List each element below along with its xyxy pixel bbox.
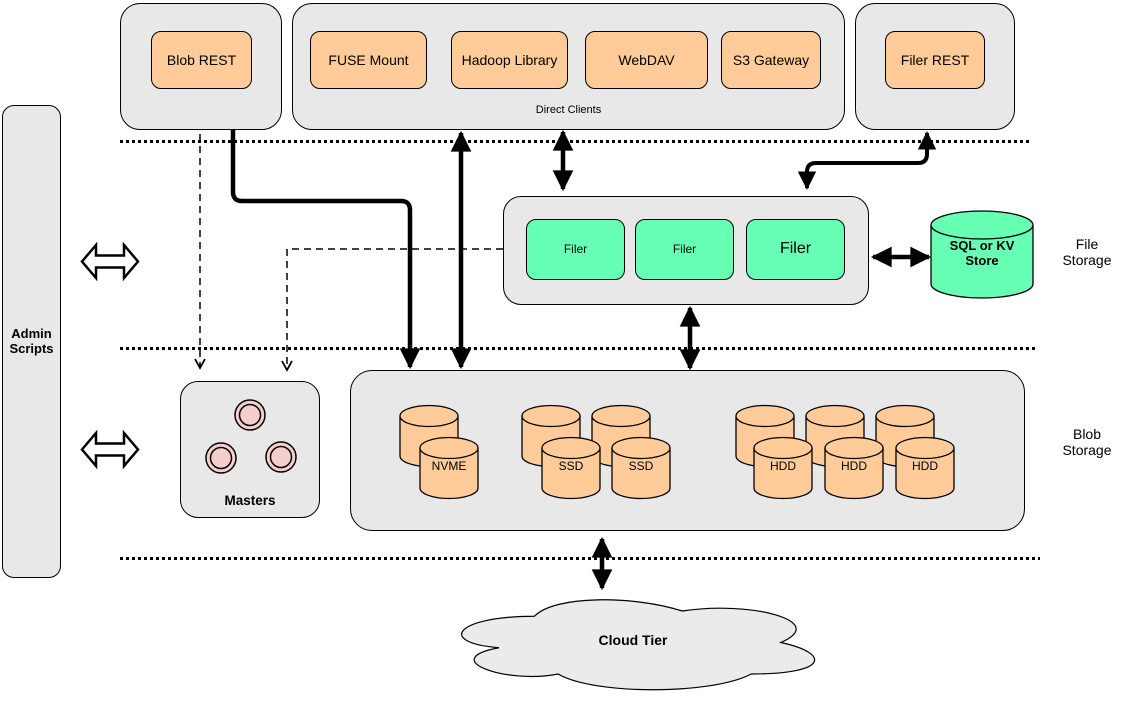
filer-label-3: Filer bbox=[779, 240, 812, 258]
hadoop-library-node bbox=[451, 31, 568, 89]
nvme-disk-label: NVME bbox=[431, 459, 467, 474]
ssd-disk-label-2: SSD bbox=[628, 459, 654, 474]
hadoop-library-label: Hadoop Library bbox=[461, 51, 558, 68]
admin-scripts-panel bbox=[2, 105, 61, 578]
blob-storage-tier-label: Blob Storage bbox=[1062, 425, 1112, 458]
file-storage-tier-label: File Storage bbox=[1062, 235, 1112, 268]
masters-label: Masters bbox=[224, 493, 276, 509]
arrow-blob-rest-to-blob-storage bbox=[230, 130, 421, 370]
cloud-tier-shape bbox=[461, 599, 816, 691]
ssd-disk-label-1: SSD bbox=[558, 459, 584, 474]
filer-label-1: Filer bbox=[563, 241, 588, 256]
filer-node-2 bbox=[635, 219, 734, 280]
webdav-label: WebDAV bbox=[618, 51, 675, 68]
hdd-disk-label-1: HDD bbox=[770, 459, 796, 474]
hdd-disk-label-3: HDD bbox=[912, 459, 938, 474]
direct-clients-caption: Direct Clients bbox=[535, 103, 602, 116]
dashed-arrow-filer-masters bbox=[281, 248, 503, 372]
webdav-node bbox=[585, 31, 708, 89]
cloud-tier-label: Cloud Tier bbox=[598, 631, 668, 648]
filer-node-1 bbox=[526, 219, 625, 280]
tier-separator-bottom bbox=[120, 557, 1040, 560]
filer-label-2: Filer bbox=[672, 241, 697, 256]
filer-rest-node bbox=[885, 31, 985, 89]
sql-kv-store-label: SQL or KV Store bbox=[949, 238, 1015, 268]
arrow-filer-rest-filer bbox=[797, 131, 937, 190]
fuse-mount-label: FUSE Mount bbox=[328, 51, 409, 68]
sql-kv-store-cylinder-icon bbox=[930, 210, 1034, 299]
hdd-disk-label-2: HDD bbox=[841, 459, 867, 474]
s3-gateway-node bbox=[721, 31, 821, 89]
filer-node-3 bbox=[746, 219, 845, 280]
filer-rest-label: Filer REST bbox=[900, 51, 970, 68]
blob-rest-label: Blob REST bbox=[166, 51, 237, 68]
fuse-mount-node bbox=[310, 31, 427, 89]
admin-scripts-label: Admin Scripts bbox=[9, 326, 54, 356]
s3-gateway-label: S3 Gateway bbox=[732, 51, 810, 68]
master-nodes-icon bbox=[205, 399, 297, 474]
admin-file-storage-double-arrow-icon bbox=[80, 241, 140, 282]
tier-separator-top bbox=[120, 140, 1032, 143]
tier-separator-middle bbox=[120, 347, 1035, 350]
admin-blob-storage-double-arrow-icon bbox=[80, 429, 140, 470]
blob-rest-node bbox=[151, 31, 252, 89]
